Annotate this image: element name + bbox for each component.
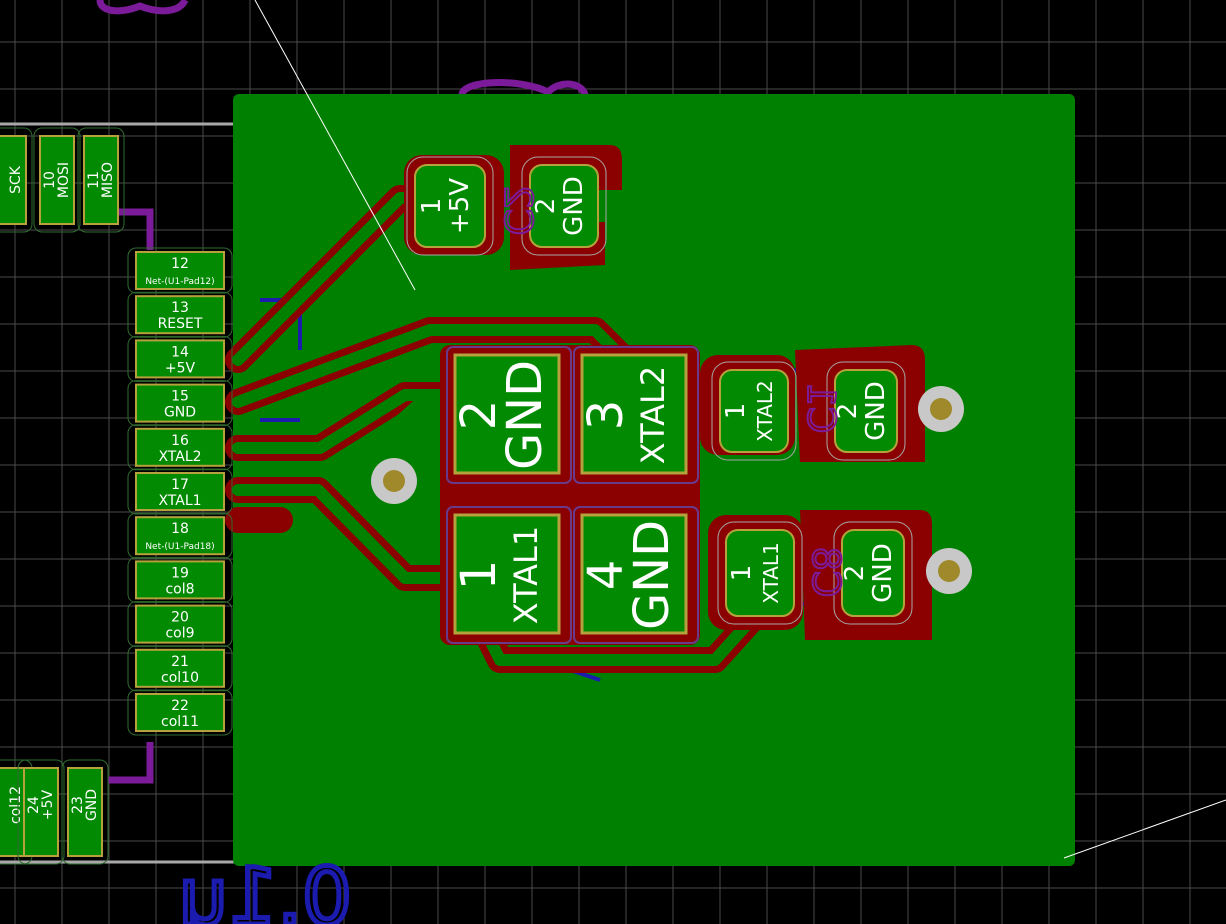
c2-reference: C2	[496, 185, 540, 236]
header-pad-number: 24	[26, 796, 42, 814]
header-pad[interactable]: SCK	[0, 127, 33, 233]
header-pad-net: col11	[161, 714, 199, 730]
bottom-value-label: 0.1u	[178, 853, 351, 924]
header-pad-number: 18	[171, 521, 189, 537]
header-pad-net: col12	[8, 786, 24, 824]
crystal-pad-number: 3	[578, 400, 634, 431]
header-pad[interactable]: 24+5V	[17, 759, 65, 865]
c1-pad-net: GND	[861, 381, 891, 441]
crystal-pad-net: XTAL2	[634, 366, 672, 465]
header-pad-net: XTAL2	[158, 449, 201, 465]
crystal-pad-net: GND	[624, 520, 680, 630]
c8-pad-net: XTAL1	[759, 542, 783, 604]
header-pad-number: 10	[42, 171, 58, 189]
c2-pad-net: GND	[559, 176, 589, 236]
crystal-pad-number: 2	[451, 400, 507, 431]
header-pad-net: col8	[165, 581, 194, 597]
header-pad-net: MISO	[100, 162, 116, 198]
vias	[371, 386, 972, 594]
crystal-pad-net: GND	[497, 360, 553, 470]
via[interactable]	[918, 386, 964, 432]
back-silkscreen	[96, 0, 589, 784]
c1-pad-number: 1	[721, 403, 751, 420]
c8-reference: C8	[804, 547, 848, 598]
header-pad-net: Net-(U1-Pad18)	[145, 542, 214, 552]
header-pad-number: 16	[171, 433, 189, 449]
c1-reference: C1	[799, 383, 843, 434]
c1-pad-number: 2	[833, 403, 863, 420]
via[interactable]	[371, 458, 417, 504]
c2-pad[interactable]: 1+5V	[406, 156, 494, 256]
header-pad-number: 21	[171, 654, 189, 670]
crystal-pad-number: 1	[451, 560, 507, 591]
header-pad-net: MOSI	[56, 162, 72, 198]
c2-pad-number: 2	[531, 198, 561, 215]
c8-pad-number: 1	[727, 565, 757, 582]
header-pad-number: 12	[171, 256, 189, 272]
header-pad-net: +5V	[165, 360, 196, 376]
via[interactable]	[926, 548, 972, 594]
crystal-pad-net: XTAL1	[507, 526, 545, 625]
c1-pad-net: XTAL2	[753, 380, 777, 442]
header-pad-number: 22	[171, 698, 189, 714]
header-pad-number: 19	[171, 565, 189, 581]
header-pad-net: +5V	[40, 789, 56, 820]
c8-pad-number: 2	[840, 565, 870, 582]
c8-pad-net: GND	[868, 543, 898, 603]
header-pad-net: col10	[161, 670, 199, 686]
header-pad-net: RESET	[158, 316, 203, 332]
header-pad-number: 14	[171, 344, 189, 360]
header-pad-number: 15	[171, 389, 189, 405]
header-pad-number: 13	[171, 300, 189, 316]
header-pad-net: col9	[165, 626, 194, 642]
header-pad-net: GND	[164, 405, 196, 421]
c2-pad-number: 1	[417, 198, 447, 215]
front-copper-traces	[225, 185, 773, 673]
header-pad-net: Net-(U1-Pad12)	[145, 277, 214, 287]
header-pad-net: XTAL1	[158, 493, 201, 509]
header-pad-net: GND	[84, 789, 100, 821]
header-pad-net: SCK	[8, 165, 24, 194]
header-pad-number: 11	[86, 171, 102, 189]
header-pad-number: 20	[171, 610, 189, 626]
crystal-pad-number: 4	[578, 560, 634, 591]
cap-references: C2 C1 C8	[495, 184, 849, 599]
header-pad-number: 23	[70, 796, 86, 814]
c2-pad-net: +5V	[445, 178, 475, 234]
header-pads: 12Net-(U1-Pad12)13RESET14+5V15GND16XTAL2…	[0, 127, 233, 865]
board-outline	[0, 122, 236, 864]
ratsnest-lines	[254, 0, 1226, 859]
header-pad-number: 17	[171, 477, 189, 493]
header-pad[interactable]: 14+5V	[127, 335, 233, 382]
